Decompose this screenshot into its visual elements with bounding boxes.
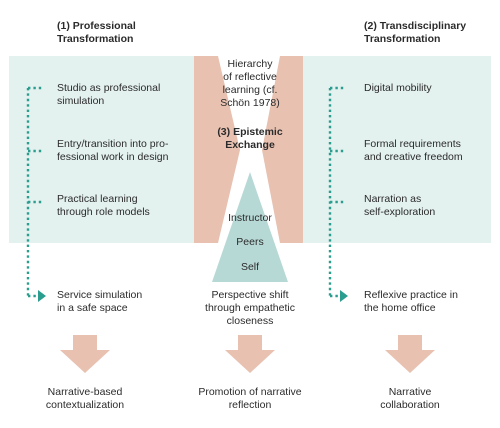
right-panel <box>303 56 491 243</box>
pyramid-level-instructor: Instructor <box>228 212 272 224</box>
right-connector-arrowhead <box>340 290 348 302</box>
center-outcome: Perspective shift through empathetic clo… <box>205 289 295 327</box>
right-item-2: Formal requirements and creative freedom <box>364 138 463 163</box>
left-item-3: Practical learning through role models <box>57 193 150 218</box>
left-item-2: Entry/transition into pro- fessional wor… <box>57 138 169 163</box>
right-heading-line1: (2) Transdisciplinary <box>364 20 467 32</box>
hierarchy-label: Hierarchy of reflective learning (cf. Sc… <box>220 58 280 109</box>
right-heading-line2: Transformation <box>364 33 441 45</box>
left-heading-line1: (1) Professional <box>57 20 136 32</box>
left-item-1: Studio as professional simulation <box>57 82 161 107</box>
epistemic-heading: (3) Epistemic Exchange <box>217 126 283 151</box>
left-outcome: Service simulation in a safe space <box>57 289 143 314</box>
left-dotted-connector <box>26 86 44 298</box>
right-outcome: Reflexive practice in the home office <box>364 289 458 314</box>
left-result: Narrative-based contextualization <box>45 386 125 411</box>
pyramid-level-self: Self <box>240 261 260 273</box>
right-chevron <box>262 56 303 243</box>
pyramid-level-peers: Peers <box>236 236 264 248</box>
left-heading: (1) Professional Transformation <box>57 20 197 46</box>
right-heading: (2) Transdisciplinary Transformation <box>364 20 500 46</box>
center-result: Promotion of narrative reflection <box>198 386 302 411</box>
right-dotted-connector <box>328 86 346 298</box>
left-down-arrow <box>60 335 110 373</box>
right-down-arrow <box>385 335 435 373</box>
left-heading-line2: Transformation <box>57 33 134 45</box>
right-item-1: Digital mobility <box>364 82 432 94</box>
right-item-3: Narration as self-exploration <box>364 193 436 218</box>
left-connector-arrowhead <box>38 290 46 302</box>
center-down-arrow <box>225 335 275 373</box>
right-result: Narrative collaboration <box>380 386 440 411</box>
reflection-pyramid <box>212 172 288 282</box>
left-chevron <box>194 56 240 243</box>
